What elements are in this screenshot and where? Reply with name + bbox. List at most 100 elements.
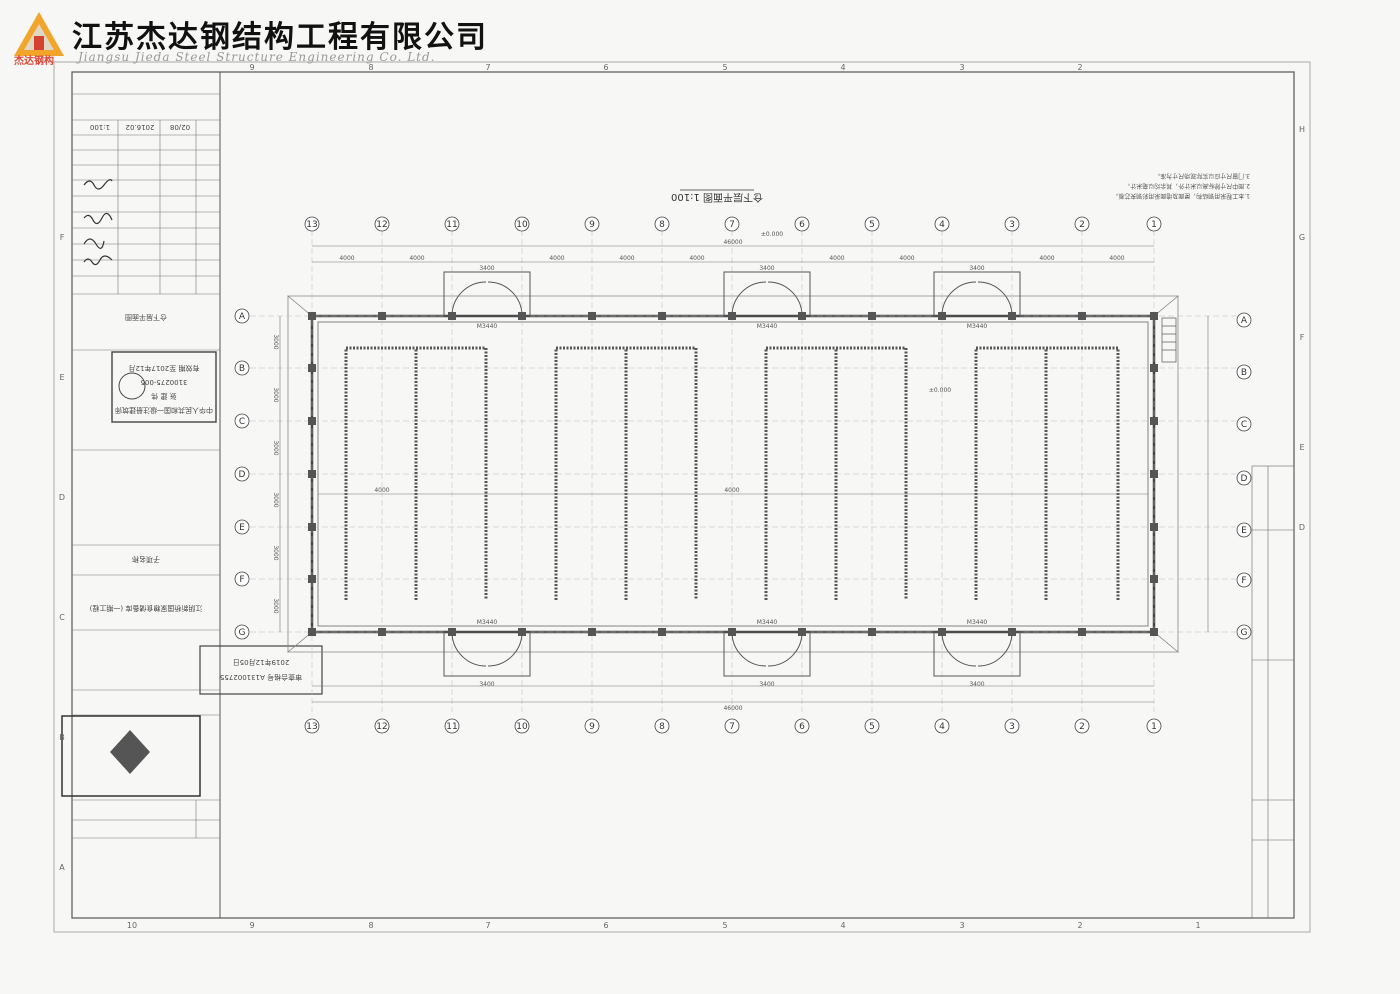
border-tick-bottom: 9 [249, 921, 254, 930]
grid-row-label: D [239, 470, 246, 480]
bay-dimension: 4000 [409, 255, 424, 262]
title-block [72, 93, 220, 839]
review-stamp: 审查合格号 A131002755 2019年12月05日 [199, 645, 323, 695]
border-tick-left: A [59, 863, 65, 872]
grid-bubbles-top [304, 216, 1162, 232]
border-tick-bottom: 2 [1077, 921, 1082, 930]
door-width: 3400 [479, 681, 494, 688]
border-tick-right: H [1299, 125, 1305, 134]
stamp-line-2: 张 建 伟 [151, 392, 176, 401]
border-ticks-right: H G F E D [1299, 125, 1305, 532]
review-stamp-number: 审查合格号 A131002755 [220, 673, 302, 682]
border-tick-left: E [59, 373, 64, 382]
grid-column-label: 12 [376, 722, 387, 732]
door-label: M3440 [477, 323, 498, 330]
border-tick-left: B [59, 733, 65, 742]
right-info-table [1251, 465, 1295, 919]
border-tick-right: G [1299, 233, 1305, 242]
grid-row-label: C [1241, 420, 1247, 430]
grid-column-label: 2 [1079, 722, 1085, 732]
bay-dimension: 4000 [374, 487, 389, 494]
signatures [83, 179, 113, 266]
border-tick-top: 7 [485, 63, 490, 72]
grid-column-label: 4 [939, 220, 945, 230]
bay-dimension: 4000 [339, 255, 354, 262]
border-tick-top: 2 [1077, 63, 1082, 72]
border-tick-top: 6 [603, 63, 608, 72]
border-ticks-top: 9 8 7 6 5 4 3 2 [249, 63, 1082, 72]
drawing-notes: 1.本工程采用钢结构，屋面及墙面采用彩钢夹芯板。 2.图中尺寸除标高以米计外，其… [1112, 172, 1250, 200]
grid-column-label: 4 [939, 722, 945, 732]
border-tick-bottom: 6 [603, 921, 608, 930]
grid-lines [250, 230, 1236, 712]
company-name-en: Jiangsu Jieda Steel Structure Engineerin… [78, 50, 436, 64]
grid-column-label: 10 [516, 220, 528, 230]
review-stamp-date: 2019年12月05日 [233, 658, 290, 667]
border-tick-bottom: 7 [485, 921, 490, 930]
grid-row-label: C [239, 417, 245, 427]
grid-column-label: 1 [1151, 722, 1157, 732]
row-dimension: 3000 [272, 598, 279, 613]
border-tick-bottom: 3 [959, 921, 964, 930]
total-dimension: 46000 [723, 239, 742, 246]
border-tick-top: 9 [249, 63, 254, 72]
border-tick-bottom: 10 [127, 921, 137, 930]
grid-bubbles-right [1236, 312, 1252, 640]
grid-bubbles-left [234, 308, 250, 640]
grid-row-label: D [1241, 474, 1248, 484]
drawing-name: 仓下层平面图 [125, 313, 167, 322]
door-width: 3400 [759, 681, 774, 688]
page-header: 杰达钢构 江苏杰达钢结构工程有限公司 Jiangsu Jieda Steel S… [0, 0, 1400, 67]
grid-column-label: 1 [1151, 220, 1157, 230]
grid-column-label: 2 [1079, 220, 1085, 230]
border-tick-left: C [59, 613, 65, 622]
door-width: 3400 [759, 265, 774, 272]
grid-row-label: E [239, 523, 245, 533]
sub-project: 子项名称 [132, 555, 160, 564]
grid-column-label: 13 [306, 220, 317, 230]
border-tick-bottom: 8 [368, 921, 373, 930]
door-width: 3400 [969, 265, 984, 272]
dimension-lines [279, 245, 1209, 703]
drawing-scale: 1:100 [90, 123, 110, 131]
border-tick-top: 4 [840, 63, 845, 72]
grid-column-label: 5 [869, 220, 875, 230]
total-dimension: 46000 [723, 705, 742, 712]
bay-dimension: 4000 [1039, 255, 1054, 262]
grid-column-label: 10 [516, 722, 528, 732]
company-name-cn: 江苏杰达钢结构工程有限公司 [72, 20, 488, 55]
bay-dimension: 4000 [619, 255, 634, 262]
bay-dimension: 4000 [724, 487, 739, 494]
grid-row-label: B [1241, 368, 1247, 378]
border-tick-left: D [59, 493, 65, 502]
elevation-label: ±0.000 [761, 231, 783, 238]
border-tick-top: 8 [368, 63, 373, 72]
elevation-label: ±0.000 [929, 387, 951, 394]
grid-column-label: 11 [446, 722, 457, 732]
grid-column-label: 7 [729, 220, 735, 230]
note-line: 2.图中尺寸除标高以米计外，其余均以毫米计。 [1124, 182, 1250, 190]
grid-column-label: 5 [869, 722, 875, 732]
row-dimension: 3000 [272, 545, 279, 560]
stamp-line-4: 有效期 至2017年12月 [129, 364, 200, 373]
grid-column-label: 6 [799, 722, 805, 732]
border-tick-right: F [1300, 333, 1305, 342]
door-label: M3440 [967, 619, 988, 626]
border-ticks-left: F E D C B A [59, 233, 65, 872]
border-tick-top: 3 [959, 63, 964, 72]
row-dimension: 3000 [272, 334, 279, 349]
grid-column-label: 13 [306, 722, 317, 732]
border-tick-bottom: 4 [840, 921, 845, 930]
grid-row-label: G [239, 628, 246, 638]
institute-stamp [61, 715, 201, 797]
grid-column-label: 11 [446, 220, 457, 230]
storage-bins [344, 346, 1120, 600]
note-line: 1.本工程采用钢结构，屋面及墙面采用彩钢夹芯板。 [1112, 192, 1250, 200]
drawing-date: 2016.02 [126, 123, 155, 131]
grid-row-label: B [239, 364, 245, 374]
grid-row-label: A [1241, 316, 1248, 326]
bay-dimension: 4000 [689, 255, 704, 262]
row-dimension: 3000 [272, 492, 279, 507]
border-tick-bottom: 5 [722, 921, 727, 930]
grid-row-label: F [239, 575, 244, 585]
